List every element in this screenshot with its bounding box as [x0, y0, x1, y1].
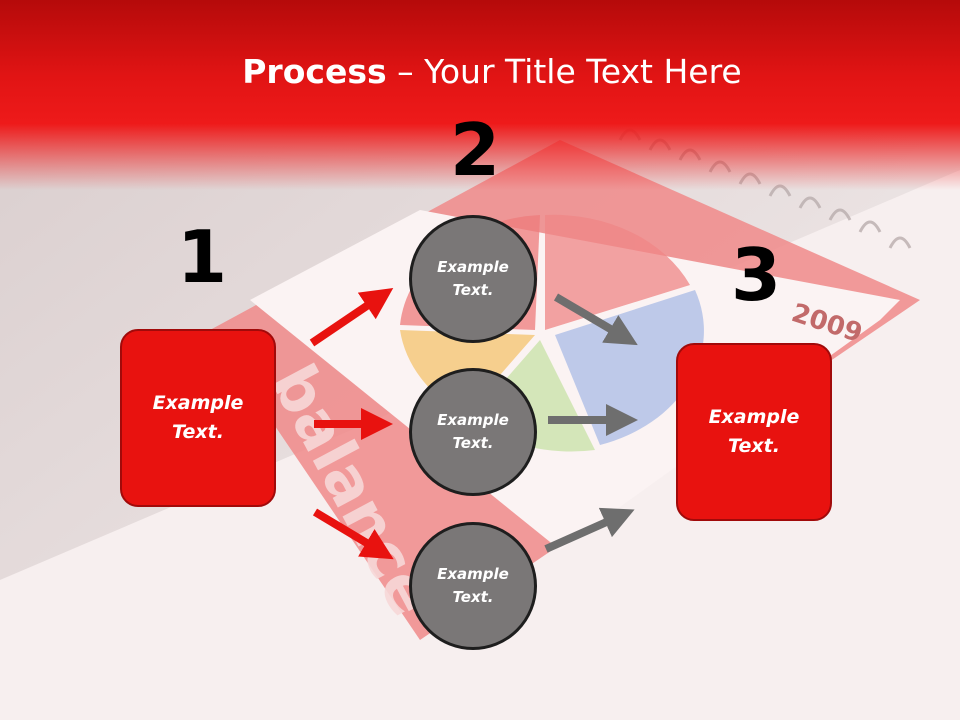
arrow-to-circle-bottom [312, 508, 394, 560]
circle-top[interactable]: Example Text. [409, 215, 537, 343]
circle-middle[interactable]: Example Text. [409, 368, 537, 496]
step-number-3: 3 [731, 233, 782, 317]
step-3-text: Example Text. [708, 406, 800, 457]
step-number-1: 1 [177, 215, 228, 299]
title-banner [0, 0, 960, 190]
circle-bottom-text: Example Text. [437, 565, 509, 606]
title-bold: Process [242, 52, 387, 91]
circle-top-text: Example Text. [437, 258, 509, 299]
circle-middle-text: Example Text. [437, 411, 509, 452]
slide-title: Process – Your Title Text Here [0, 52, 960, 91]
circle-bottom[interactable]: Example Text. [409, 522, 537, 650]
step-1-text: Example Text. [152, 392, 244, 443]
step-3-box[interactable]: Example Text. [676, 343, 832, 521]
step-number-2: 2 [450, 108, 501, 192]
step-1-box[interactable]: Example Text. [120, 329, 276, 507]
arrow-from-circle-bottom [544, 507, 635, 553]
arrow-from-circle-top [553, 293, 638, 346]
title-rest: – Your Title Text Here [386, 52, 742, 91]
arrow-to-circle-top [309, 288, 394, 347]
